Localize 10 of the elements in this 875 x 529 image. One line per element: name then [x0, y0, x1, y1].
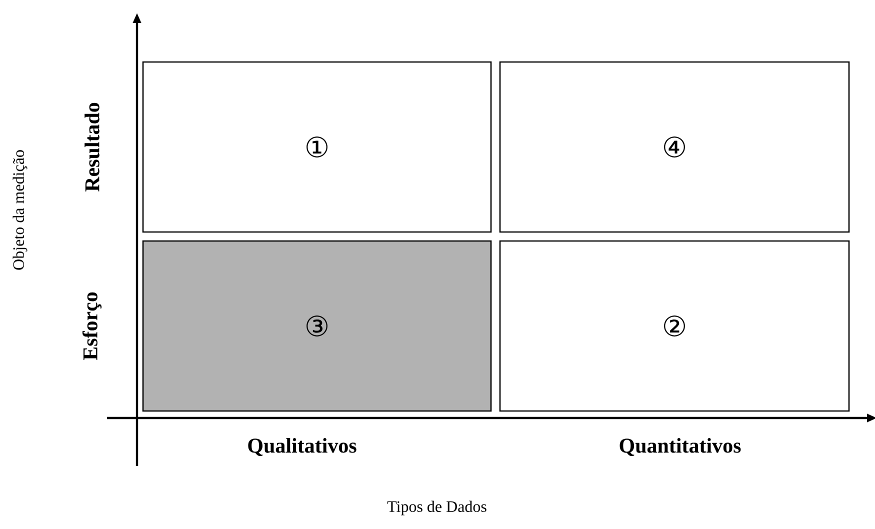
quadrant-box: ① — [142, 61, 492, 233]
axis-title: Tipos de Dados — [387, 500, 486, 516]
quadrant-box: ④ — [499, 61, 850, 233]
shaded-quadrant-box: ③ — [142, 240, 492, 412]
axis-title: Objeto da medição — [12, 150, 28, 270]
quadrant-box: ② — [499, 240, 850, 412]
category-label: Esforço — [82, 292, 102, 360]
category-label: Qualitativos — [248, 438, 356, 456]
category-label: Quantitativos — [620, 438, 741, 456]
category-label: Resultado — [84, 102, 100, 192]
